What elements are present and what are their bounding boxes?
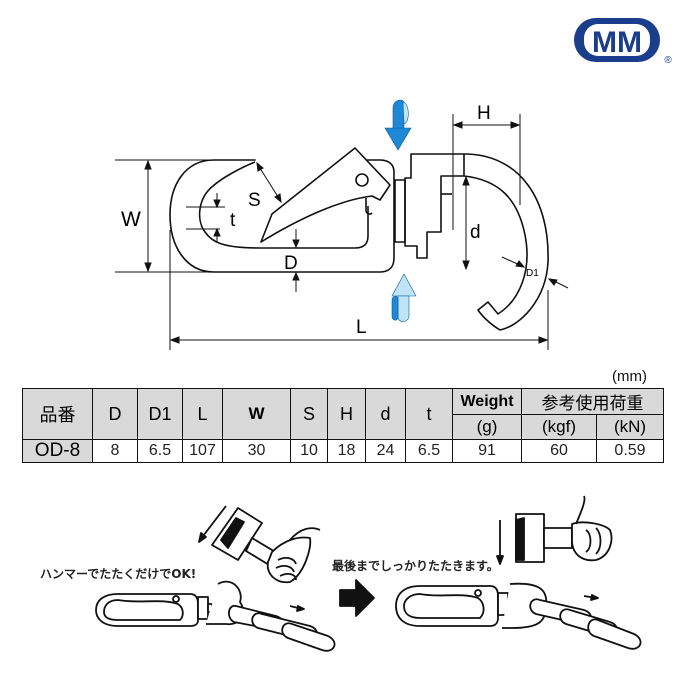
brand-logo: MM ® xyxy=(574,18,672,66)
spec-table: 品番 D D1 L W S H d t Weight 参考使用荷重 (g) (k… xyxy=(22,388,664,463)
next-step-arrow-icon xyxy=(339,579,375,617)
label-d1: D1 xyxy=(526,268,539,279)
header-load: 参考使用荷重 xyxy=(521,388,664,415)
logo-text: MM xyxy=(592,26,642,59)
header-code: 品番 xyxy=(22,388,93,440)
header-t: t xyxy=(405,388,453,440)
label-h: H xyxy=(477,103,491,124)
cell-code: OD-8 xyxy=(22,439,93,463)
rotation-arrow-down-icon xyxy=(384,99,412,151)
unit-label: (mm) xyxy=(612,368,647,385)
label-d-upper: D xyxy=(284,253,298,274)
table-row: OD-8 8 6.5 107 30 10 18 24 6.5 91 60 0.5… xyxy=(22,439,664,463)
dim-arrows-s xyxy=(256,161,282,204)
header-weight: Weight xyxy=(452,388,522,415)
gate-spring xyxy=(365,198,373,215)
gate-pivot xyxy=(355,173,369,187)
header-s: S xyxy=(290,388,328,440)
header-l: L xyxy=(182,388,223,440)
rotation-arrow-up-icon xyxy=(391,273,417,322)
cell-h: 18 xyxy=(327,439,366,463)
header-weight-unit: (g) xyxy=(452,414,522,440)
instruction-step2: 最後までしっかりたたきます。 xyxy=(332,558,499,573)
dim-arrows-d-small xyxy=(462,175,470,271)
cell-t: 6.5 xyxy=(405,439,453,463)
dim-arrows-d xyxy=(292,239,300,281)
hook-gate xyxy=(260,147,391,243)
label-t: t xyxy=(230,210,236,231)
cell-weight: 91 xyxy=(452,439,522,463)
hammer-step1-icon xyxy=(198,505,321,584)
cell-load-kn: 0.59 xyxy=(596,439,664,463)
swivel-washer xyxy=(394,179,406,243)
label-d-lower: d xyxy=(470,222,481,243)
hook-inner-opening xyxy=(198,161,369,249)
snap-hook-open-icon xyxy=(95,580,336,652)
usage-illustration: ハンマーでたたくだけでOK! 最後までしっかりたたきます。 xyxy=(40,495,642,652)
swivel-body xyxy=(404,153,465,259)
hammer-step2-icon xyxy=(496,495,613,565)
hook-body-outline xyxy=(169,159,395,273)
header-load-kn: (kN) xyxy=(596,414,664,440)
cell-s: 10 xyxy=(290,439,328,463)
motion-arrow-step1 xyxy=(199,505,227,541)
instruction-step1: ハンマーでたたくだけでOK! xyxy=(40,567,196,581)
logo-inner xyxy=(584,24,650,56)
cell-load-kgf: 60 xyxy=(521,439,597,463)
swivel-hook-curve xyxy=(463,153,549,331)
header-load-kgf: (kgf) xyxy=(521,414,597,440)
cell-w: 30 xyxy=(222,439,291,463)
dim-arrows-t xyxy=(213,199,221,237)
cell-d1: 6.5 xyxy=(137,439,183,463)
dim-arrows-d1 xyxy=(515,260,558,286)
snap-hook-dimension-diagram: W S t D L H d D1 xyxy=(115,99,569,350)
snap-hook-closed-icon xyxy=(395,582,642,650)
header-d: D xyxy=(92,388,138,440)
header-d1: D1 xyxy=(137,388,183,440)
cell-d: 8 xyxy=(92,439,138,463)
registered-mark: ® xyxy=(664,55,672,66)
dim-arrows-l xyxy=(169,336,549,344)
header-w: W xyxy=(222,388,291,440)
label-l: L xyxy=(356,317,367,338)
cell-l: 107 xyxy=(182,439,223,463)
header-d-small: d xyxy=(365,388,406,440)
dim-arrows-w xyxy=(144,159,152,273)
dim-arrows-h xyxy=(452,121,521,129)
cell-d-small: 24 xyxy=(365,439,406,463)
header-h: H xyxy=(327,388,366,440)
dim-line-s xyxy=(257,164,281,201)
label-w: W xyxy=(121,208,141,231)
label-s: S xyxy=(248,190,261,211)
